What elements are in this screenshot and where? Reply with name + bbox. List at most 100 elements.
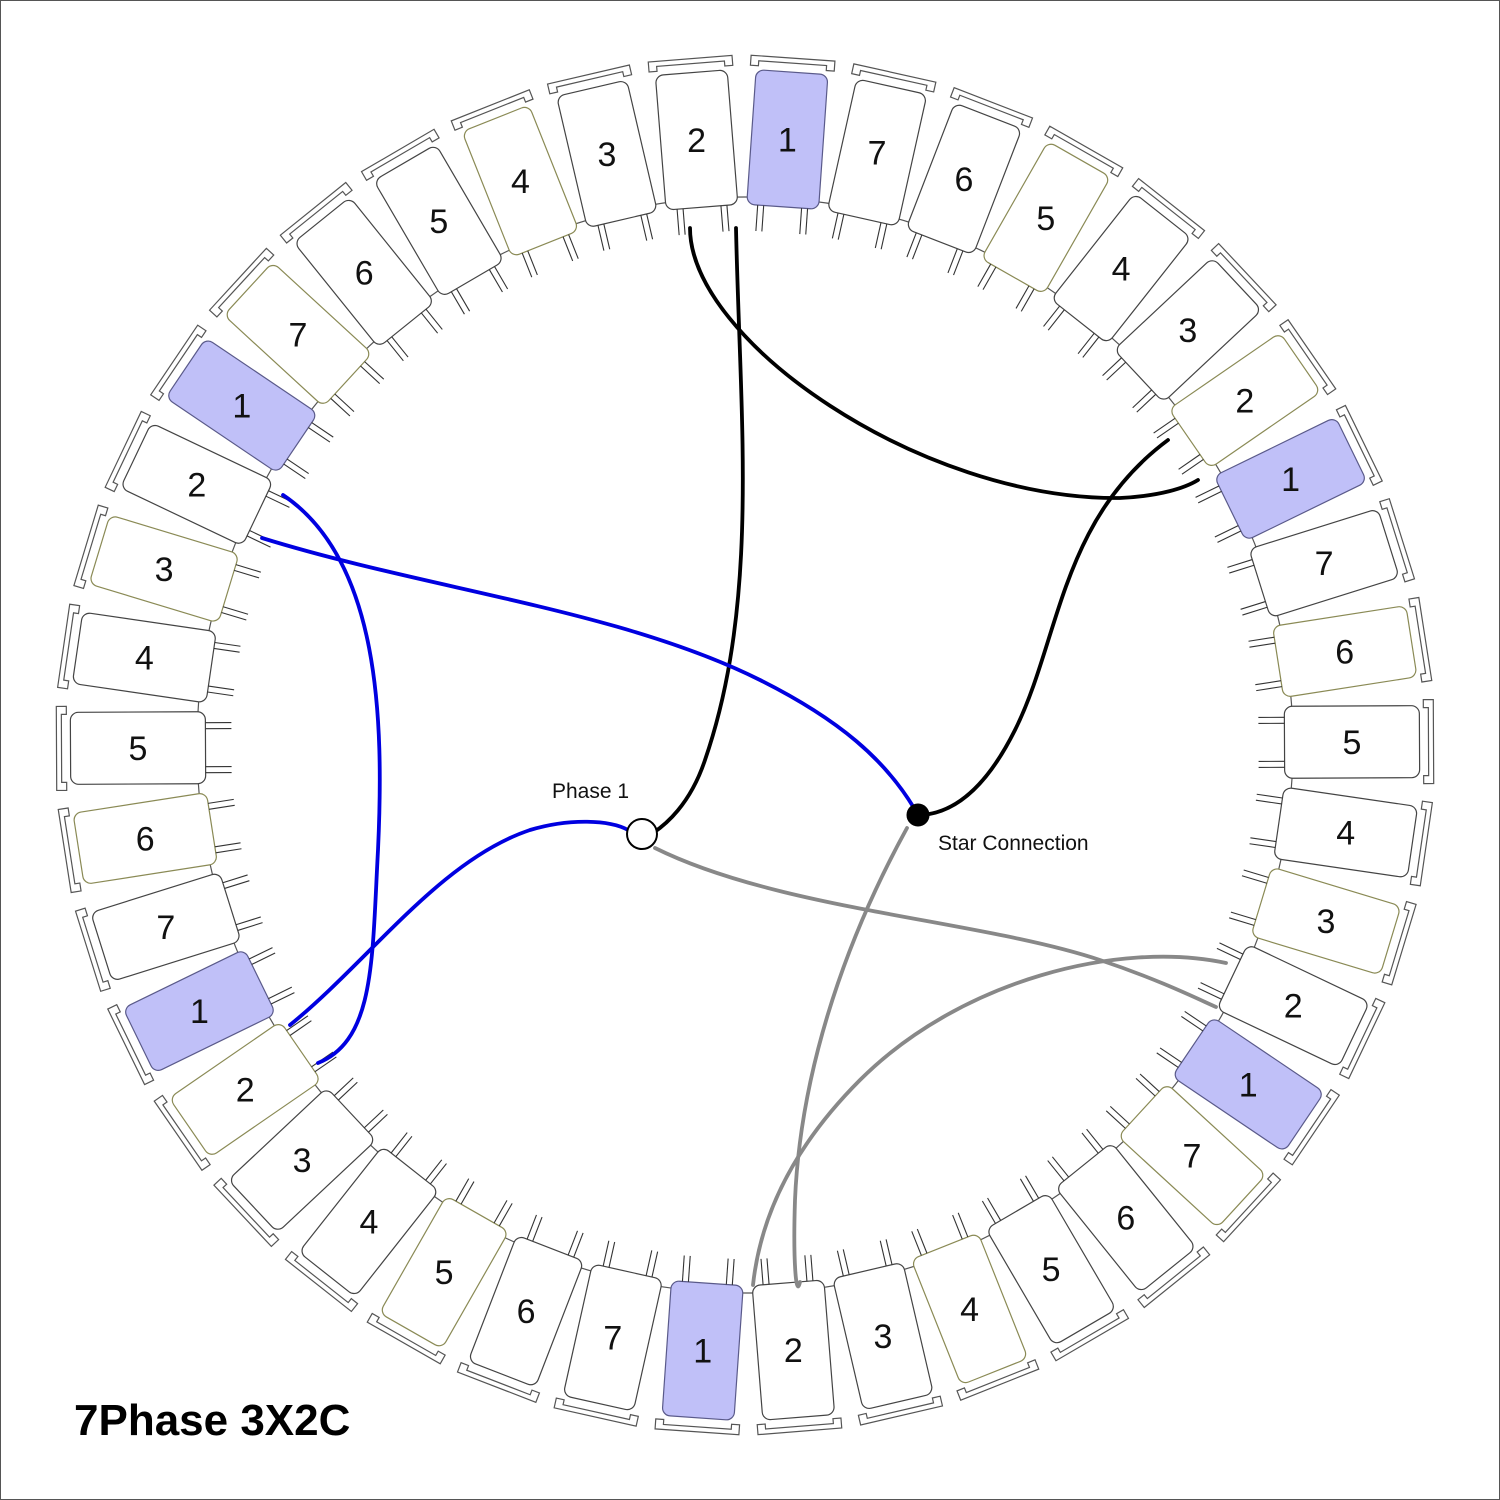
coil-12 xyxy=(1249,787,1434,887)
coil-1 xyxy=(746,54,836,235)
coil-body xyxy=(301,1148,437,1295)
coil-body xyxy=(376,146,502,295)
coil-lead xyxy=(237,922,263,931)
coil-body xyxy=(171,1024,319,1155)
coil-number: 1 xyxy=(1281,461,1300,499)
coil-11 xyxy=(1258,698,1435,785)
coil-lead xyxy=(597,225,605,251)
wire-blue-left-to-star xyxy=(260,536,916,810)
coil-36 xyxy=(149,324,334,480)
coil-number: 1 xyxy=(232,388,251,426)
coil-body xyxy=(1216,419,1365,539)
coil-7 xyxy=(1153,318,1337,475)
coil-body xyxy=(463,106,578,256)
coil-flange xyxy=(208,247,275,318)
coil-lead xyxy=(207,798,234,804)
coil-body xyxy=(746,69,829,210)
coil-body xyxy=(983,143,1109,292)
coil-flange xyxy=(1283,1088,1341,1166)
phase-1-terminal xyxy=(626,818,658,850)
coil-flange xyxy=(279,181,353,244)
coil-26 xyxy=(284,1132,447,1313)
coil-number: 2 xyxy=(784,1332,803,1370)
coil-flange xyxy=(1408,596,1433,683)
coil-body xyxy=(557,80,657,227)
coil-lead xyxy=(1081,1132,1099,1154)
coil-lead xyxy=(1248,636,1275,642)
wire-gray-right-to-bottom xyxy=(751,954,1228,1287)
coil-lead xyxy=(1229,564,1255,574)
coil-body xyxy=(1120,1086,1264,1226)
coil-2 xyxy=(828,63,937,250)
coil-8 xyxy=(1195,404,1384,543)
coil-lead xyxy=(1019,1178,1034,1202)
coil-lead xyxy=(906,232,917,258)
coil-lead xyxy=(213,647,240,653)
coil-lead xyxy=(1051,1156,1070,1178)
coil-flange xyxy=(456,1361,541,1404)
coil-body xyxy=(469,1236,583,1386)
coil-lead xyxy=(390,1132,408,1154)
coil-number: 6 xyxy=(954,161,973,199)
coil-number: 3 xyxy=(1316,903,1335,941)
coil-16 xyxy=(1105,1073,1282,1243)
coil-body xyxy=(1053,195,1189,342)
coil-number: 4 xyxy=(1336,814,1355,852)
coil-number: 4 xyxy=(1112,251,1131,289)
coil-number: 7 xyxy=(1183,1138,1202,1176)
coil-lead xyxy=(1241,875,1267,884)
coil-lead xyxy=(214,641,241,647)
coil-body xyxy=(912,1234,1027,1384)
coil-flange xyxy=(1335,404,1384,487)
coil-lead xyxy=(1249,642,1276,648)
coil-flange xyxy=(73,504,109,590)
coil-lead xyxy=(450,291,465,315)
coil-37 xyxy=(208,247,385,417)
coil-lead xyxy=(1139,1073,1160,1092)
coil-flange xyxy=(106,1003,155,1086)
coil-lead xyxy=(874,222,882,249)
coil-lead xyxy=(1227,559,1253,568)
coil-lead xyxy=(676,209,680,236)
coil-flange xyxy=(149,324,207,402)
coil-lead xyxy=(265,495,290,508)
coil-lead xyxy=(425,308,443,330)
wire-black-top-to-phase xyxy=(651,226,745,835)
coil-number: 1 xyxy=(190,993,209,1031)
coil-lead xyxy=(1153,417,1176,434)
connection-wires xyxy=(260,226,1228,1289)
coil-lead xyxy=(1197,987,1222,1000)
coil-10 xyxy=(1248,596,1433,697)
coil-9 xyxy=(1227,497,1416,617)
coil-lead xyxy=(222,874,248,884)
coil-lead xyxy=(947,248,958,274)
coil-number: 5 xyxy=(1343,724,1362,762)
coil-lead xyxy=(1043,305,1061,327)
coil-number: 6 xyxy=(136,820,155,858)
coil-flange xyxy=(55,705,68,792)
coil-14 xyxy=(1197,942,1386,1080)
coil-lead xyxy=(311,422,334,438)
coil-number: 1 xyxy=(778,121,797,159)
coil-lead xyxy=(289,1020,312,1036)
coil-41 xyxy=(546,64,657,251)
coil-flange xyxy=(956,1359,1040,1401)
coil-body xyxy=(90,516,238,622)
coil-lead xyxy=(1242,606,1268,616)
coil-lead xyxy=(224,880,250,889)
coil-3 xyxy=(906,86,1034,276)
coil-lead xyxy=(640,215,648,241)
coil-lead xyxy=(1195,485,1220,498)
coil-body xyxy=(73,793,217,884)
coil-4 xyxy=(977,125,1124,312)
coil-number: 3 xyxy=(598,136,617,174)
coil-flange xyxy=(546,64,633,95)
coil-lead xyxy=(286,458,309,475)
coil-lead xyxy=(1135,1077,1156,1097)
coil-15 xyxy=(1156,1010,1341,1166)
coil-19 xyxy=(911,1212,1040,1401)
star-connection-label: Star Connection xyxy=(938,832,1089,855)
